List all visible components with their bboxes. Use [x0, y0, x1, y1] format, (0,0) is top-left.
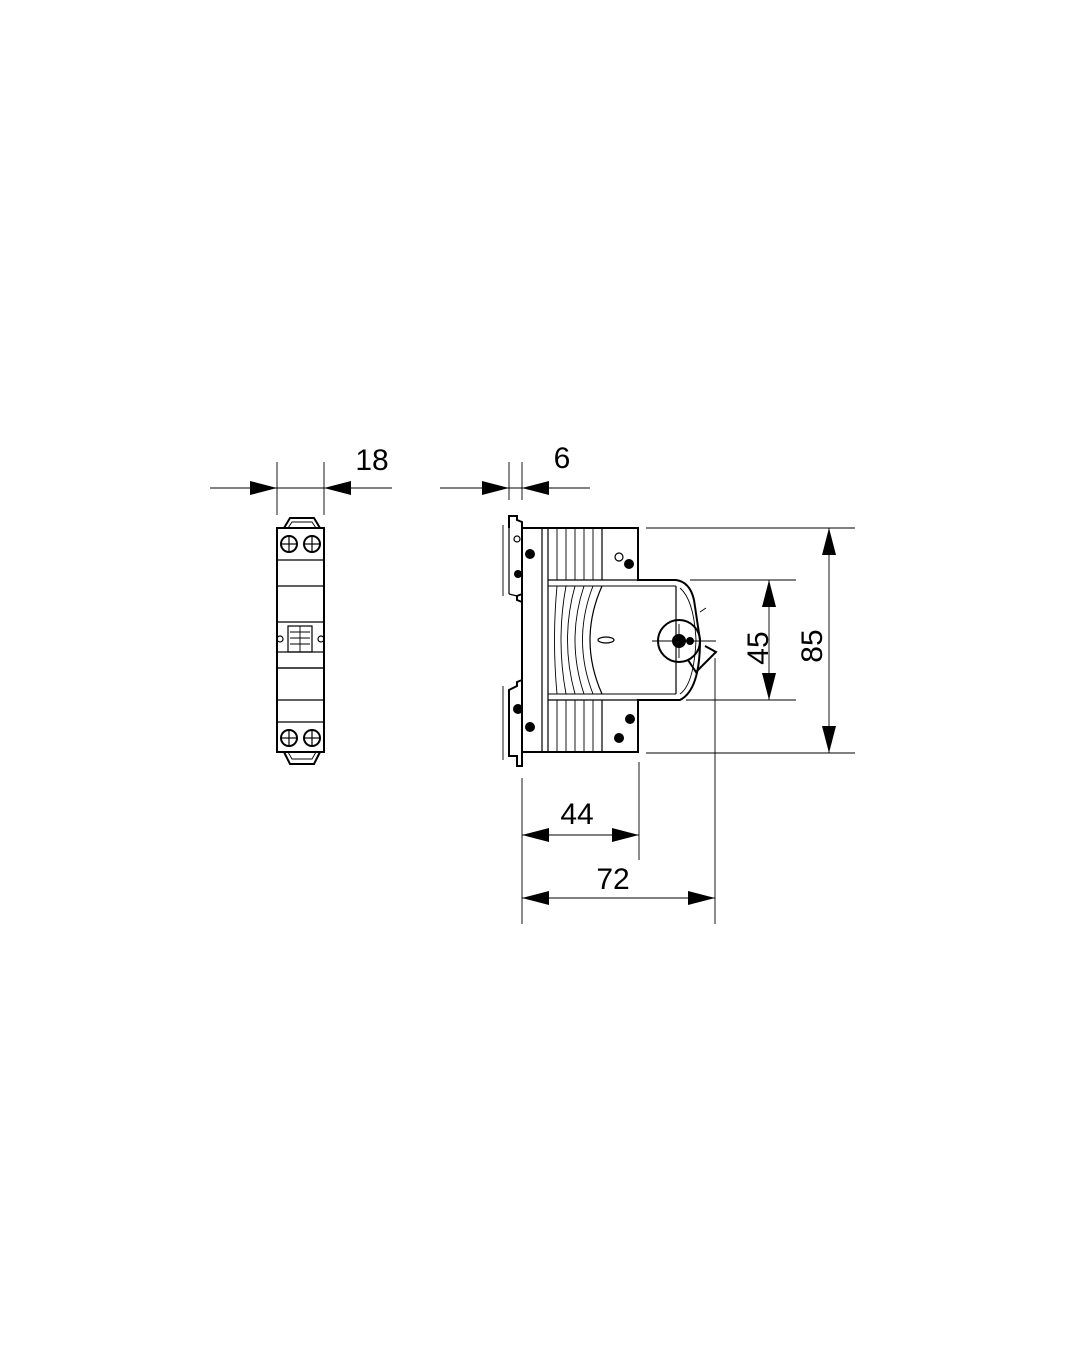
- dimension-front-depth: 44: [521, 762, 640, 924]
- dim-label-44: 44: [560, 798, 593, 831]
- dim-label-72: 72: [596, 863, 629, 896]
- dimension-total-height: 85: [646, 527, 855, 754]
- side-curved-ribs: [554, 585, 603, 695]
- dim-label-18: 18: [355, 444, 388, 477]
- front-terminal-screws-top: [280, 535, 321, 553]
- dimension-rail-offset: 6: [440, 442, 590, 500]
- dim-label-85: 85: [796, 629, 829, 662]
- side-slot: [597, 636, 615, 644]
- dim-label-6: 6: [554, 442, 571, 475]
- side-toggle: [652, 607, 718, 674]
- front-terminal-screws-bottom: [280, 729, 321, 747]
- front-top-clip: [283, 517, 321, 529]
- dim-label-45: 45: [742, 631, 775, 664]
- dimension-front-width: 18: [210, 444, 392, 515]
- side-view: [502, 515, 718, 767]
- front-bottom-clip: [283, 751, 321, 765]
- dimension-total-depth: 72: [522, 658, 716, 924]
- side-din-clip: [508, 515, 523, 767]
- side-fixing-screws: [513, 535, 635, 743]
- front-view: [276, 517, 325, 765]
- dimension-front-height: 45: [686, 579, 796, 701]
- front-body: [276, 527, 325, 753]
